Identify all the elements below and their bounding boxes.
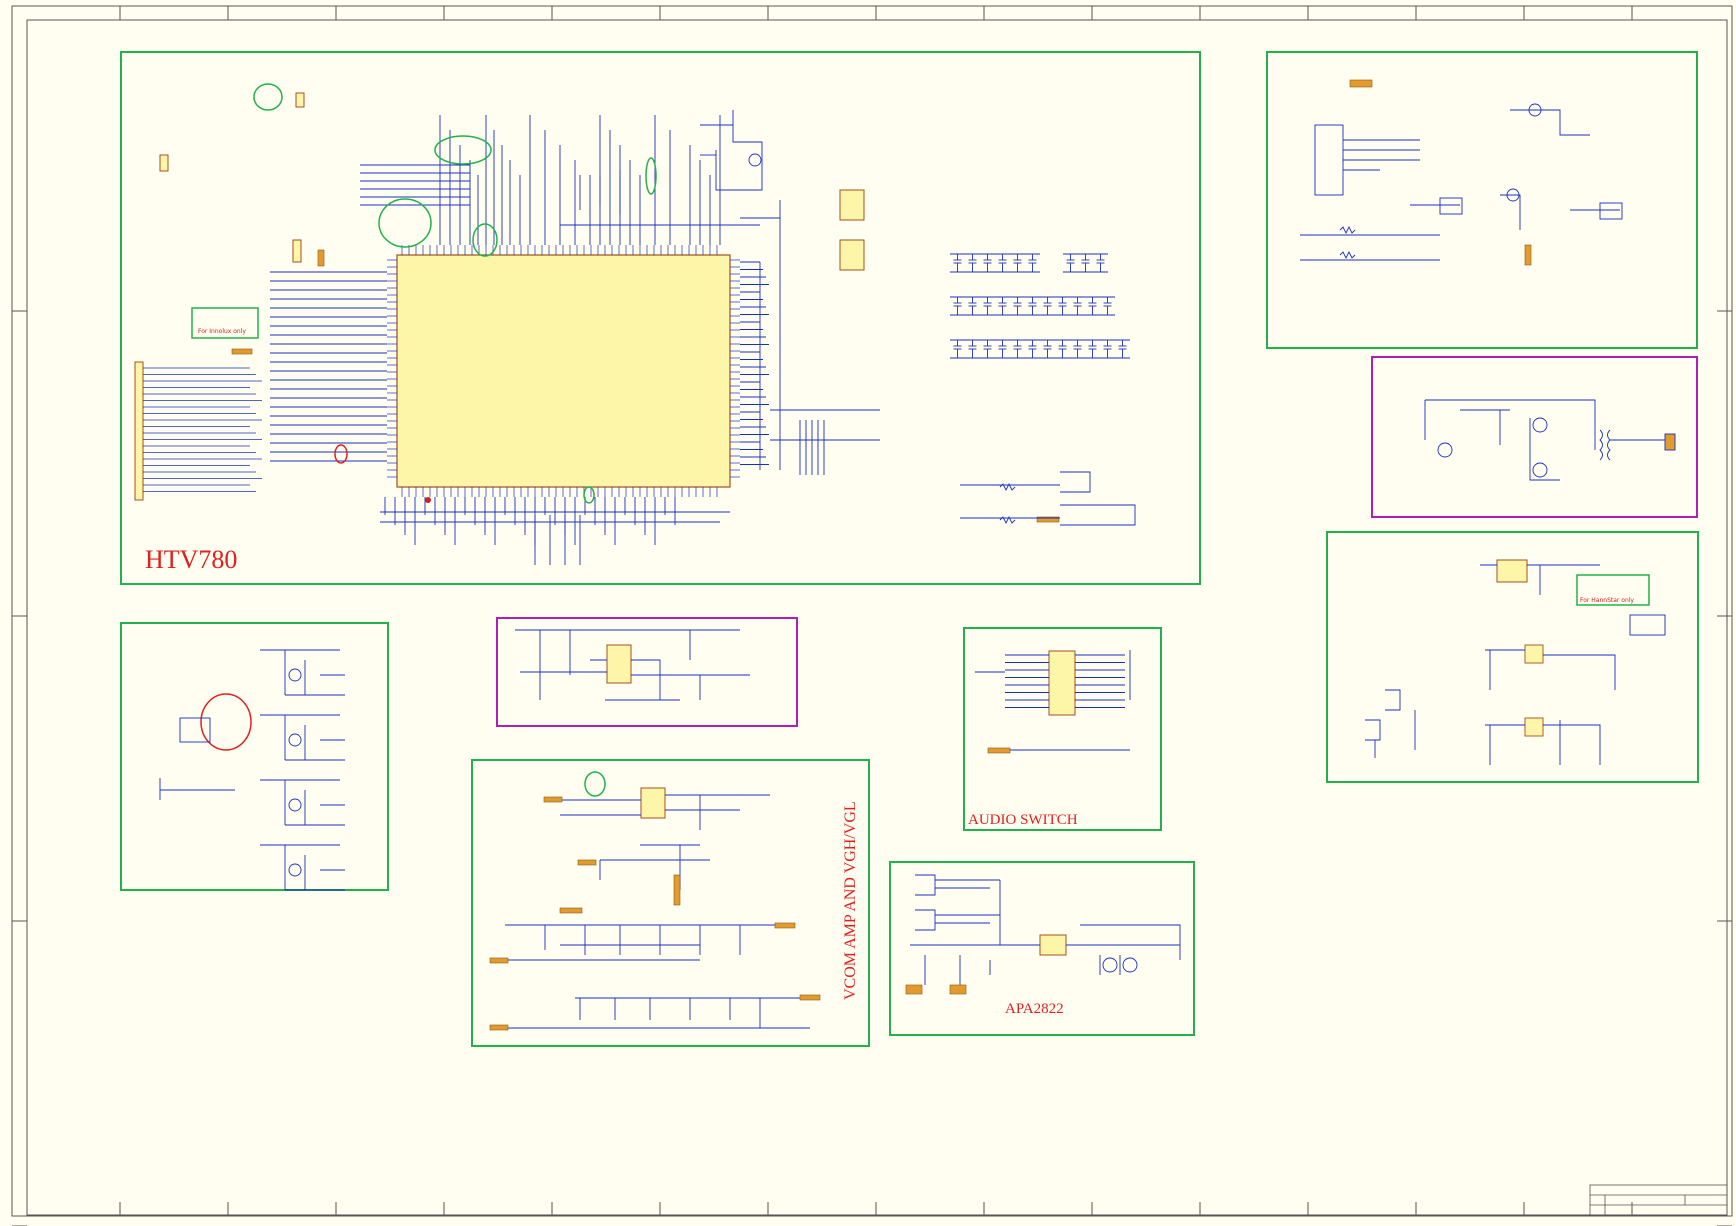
- apa2822-circuit: [910, 874, 1181, 985]
- drawing-frame: [11, 5, 1733, 1226]
- right-bus-wires: [740, 200, 880, 475]
- block-audio-switch: [963, 627, 1162, 831]
- transistor-circuit: [159, 649, 345, 891]
- vcom-circuit: [505, 794, 810, 1029]
- decoupling-caps: [270, 253, 1130, 462]
- pin1-marker: [425, 497, 431, 503]
- regulator-ic: [1496, 559, 1528, 583]
- frame-top-ticks: [11, 5, 1732, 1226]
- red-review-circles: [200, 444, 348, 751]
- audio-jacks: [960, 471, 1136, 526]
- block-inverter: [1371, 356, 1698, 518]
- note-text: For Innolux only: [198, 328, 246, 335]
- block-transistors: [120, 622, 389, 891]
- apa2822-ic: [1039, 934, 1067, 956]
- review-circles: [253, 83, 657, 797]
- ldo-ic: [606, 644, 632, 684]
- audio-switch-circuit: [975, 650, 1131, 751]
- block-label-apa2822: APA2822: [1005, 1001, 1064, 1017]
- tuner-connector: [1349, 79, 1373, 88]
- htv-transistor-circuit: [700, 110, 763, 191]
- lvds-connector: [134, 361, 144, 501]
- note-text-power: For HannStar only: [1580, 597, 1634, 604]
- block-apa2822: [889, 861, 1195, 1036]
- flash-ic: [839, 239, 865, 271]
- ic-pin-marks: [387, 245, 740, 497]
- block-label-htv780: HTV780: [145, 545, 237, 574]
- apa-ports: [905, 984, 967, 995]
- audio-switch-port: [987, 747, 1011, 754]
- lvds-lines: [143, 367, 262, 492]
- vcom-ports: [489, 796, 821, 1031]
- block-htv780: [120, 51, 1201, 585]
- note-box-power: [1576, 574, 1650, 606]
- header-connector-2: [295, 92, 305, 108]
- block-label-audio-switch: AUDIO SWITCH: [968, 812, 1078, 828]
- eeprom-ic: [839, 189, 865, 221]
- header-connector-1: [292, 239, 302, 263]
- block-tuner: [1266, 51, 1698, 349]
- block-vcom: [471, 759, 870, 1047]
- title-block: [1589, 1184, 1728, 1216]
- audio-switch-ic: [1048, 650, 1076, 716]
- header-connector-3: [159, 154, 169, 172]
- power-right-circuit: [1365, 564, 1666, 765]
- tuner-circuit: [1300, 103, 1623, 261]
- port-labels: [231, 249, 1060, 523]
- note-box-htv: [191, 307, 259, 339]
- bottom-bus-wires: [380, 497, 730, 565]
- block-label-vcom: VCOM AMP AND VGH/VGL: [842, 801, 859, 1000]
- block-power-right: [1326, 531, 1699, 783]
- tuner-connector-2: [1524, 244, 1532, 266]
- block-ldo: [496, 617, 798, 727]
- vcom-ic: [640, 787, 666, 819]
- htv780-ic: [396, 254, 731, 488]
- ldo-circuit: [515, 629, 750, 701]
- inverter-circuit: [1424, 399, 1676, 481]
